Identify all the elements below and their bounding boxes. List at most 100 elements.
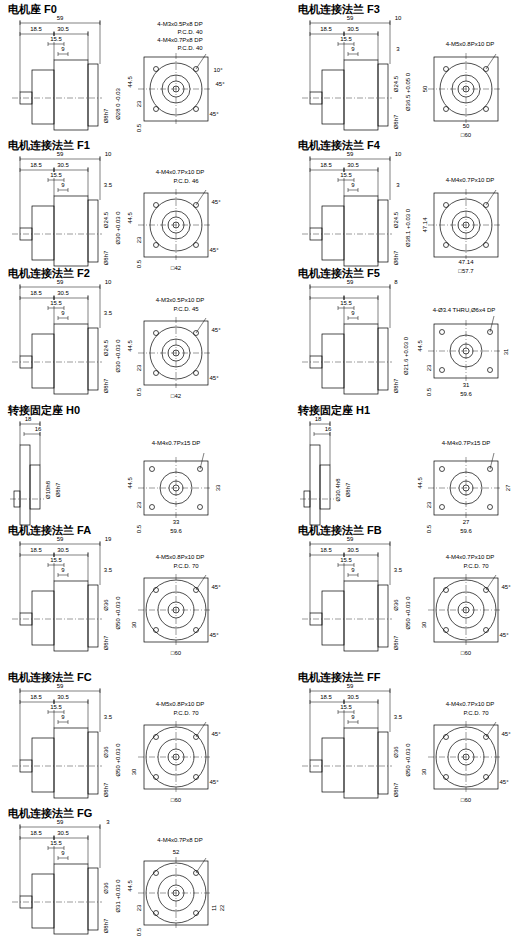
dimension-label: 45° xyxy=(209,779,219,785)
dimension-label: P.C.D. 70 xyxy=(463,563,489,569)
dimension-label: 0.5 xyxy=(426,524,432,533)
dimension-label: P.C.D. 45 xyxy=(173,306,199,312)
panel-title: 电机连接法兰 F1 xyxy=(8,140,90,151)
dimension-label: 3.5 xyxy=(103,714,112,720)
panel-title: 电机连接法兰 F2 xyxy=(8,268,90,279)
dimension-label: □60 xyxy=(460,797,471,803)
dimension-label: Ø38.1 +0.03 0 xyxy=(405,208,411,247)
dimension-label: Ø24.5 xyxy=(103,211,109,228)
dimension-label: 4-M4x0.7Px10 DP xyxy=(445,554,495,560)
dimension-label: 4-M4x0.7Px15 DP xyxy=(151,440,201,446)
dimension-label: 27 xyxy=(462,519,470,525)
panel-title: 转接固定座 H0 xyxy=(8,405,80,416)
dimension-label: 45° xyxy=(211,199,221,205)
dimension-label: 9 xyxy=(61,714,65,720)
dimension-label: Ø21.6 +0.03 0 xyxy=(403,336,409,375)
dimension-label: 4-M3x0.5Px10 DP xyxy=(155,297,205,303)
dimension-label: 30 xyxy=(131,768,137,776)
dimension-label: P.C.D. 70 xyxy=(173,563,199,569)
dimension-label: 45° xyxy=(499,632,509,638)
dimension-label: 18 xyxy=(24,416,32,422)
dimension-label: 9 xyxy=(61,182,65,188)
dimension-label: 23 xyxy=(136,501,142,509)
dimension-label: Ø8h7 xyxy=(393,114,399,130)
dimension-label: 18.5 xyxy=(30,162,43,168)
dimension-label: 59 xyxy=(56,15,64,21)
dimension-label: 4-M5x0.8Px10 DP xyxy=(155,701,205,707)
dimension-label: Ø36 xyxy=(103,599,109,611)
dimension-label: 59 xyxy=(346,683,354,689)
dimension-label: 9 xyxy=(61,850,65,856)
dimension-label: 30.5 xyxy=(347,162,360,168)
dimension-label: Ø10h8 xyxy=(45,480,51,499)
dimension-label: 45° xyxy=(209,247,219,253)
dimension-label: 15.5 xyxy=(340,704,353,710)
dimension-label: Ø30 +0.03 0 xyxy=(115,211,121,245)
dimension-label: 0.5 xyxy=(136,123,142,132)
dimension-label: 30.5 xyxy=(57,547,70,553)
dimension-label: 18.5 xyxy=(30,547,43,553)
dimension-label: □42 xyxy=(170,393,181,399)
dimension-label: 10° xyxy=(213,67,223,73)
dimension-label: 4-M4x0.7Px10 DP xyxy=(445,177,495,183)
dimension-label: Ø36 xyxy=(393,599,399,611)
dimension-label: 44.5 xyxy=(417,477,423,490)
dimension-label: 15.5 xyxy=(50,557,63,563)
dimension-label: 30.5 xyxy=(57,26,70,32)
dimension-label: 18.5 xyxy=(320,547,333,553)
dimension-label: 44.5 xyxy=(417,340,423,353)
panel-title: 电机连接法兰 FG xyxy=(8,808,92,819)
dimension-label: 4-M4x0.7Px10 DP xyxy=(155,169,205,175)
dimension-label: 30.5 xyxy=(347,547,360,553)
dimension-label: 15.5 xyxy=(340,300,353,306)
dimension-label: 3 xyxy=(396,182,400,188)
dimension-label: 44.5 xyxy=(127,880,133,893)
dimension-label: 15.5 xyxy=(50,36,63,42)
dimension-label: 59 xyxy=(56,683,64,689)
dimension-label: 59 xyxy=(346,151,354,157)
dimension-label: 4-M4x0.7Px8 DP xyxy=(157,37,203,43)
dimension-label: Ø31 +0.03 0 xyxy=(115,879,121,913)
dimension-label: □60 xyxy=(460,650,471,656)
dimension-label: 23 xyxy=(136,364,142,372)
dimension-label: 45° xyxy=(499,779,509,785)
dimension-label: 45° xyxy=(211,584,221,590)
dimension-label: 3.5 xyxy=(393,567,402,573)
dimension-label: Ø36 xyxy=(103,746,109,758)
dimension-label: 23 xyxy=(136,236,142,244)
dimension-label: Ø8h7 xyxy=(103,918,109,934)
dimension-label: 18.5 xyxy=(320,694,333,700)
dimension-label: 19 xyxy=(104,536,112,542)
dimension-label: 30 xyxy=(421,621,427,629)
dimension-label: Ø36 xyxy=(393,746,399,758)
dimension-label: 16 xyxy=(34,426,42,432)
panel-title: 电机座 F0 xyxy=(8,4,57,15)
dimension-label: P.C.D. 40 xyxy=(177,29,203,35)
dimension-label: Ø50 +0.03 0 xyxy=(405,596,411,630)
dimension-label: 45° xyxy=(501,584,511,590)
dimension-label: 47.14 xyxy=(422,217,428,233)
dimension-label: 9 xyxy=(351,46,355,52)
dimension-label: 45° xyxy=(209,111,219,117)
dimension-label: Ø8h7 xyxy=(345,482,351,498)
dimension-label: 59 xyxy=(56,536,64,542)
dimension-label: P.C.D. 70 xyxy=(173,710,199,716)
dimension-label: Ø28 0 -0.03 xyxy=(115,88,121,121)
dimension-label: 30.5 xyxy=(57,162,70,168)
dimension-label: Ø24.5 xyxy=(103,339,109,356)
dimension-label: 30.5 xyxy=(347,26,360,32)
dimension-label: 23 xyxy=(426,501,432,509)
dimension-label: 9 xyxy=(61,567,65,573)
dimension-label: 3.5 xyxy=(393,714,402,720)
dimension-label: 30.5 xyxy=(347,694,360,700)
dimension-label: 4-M5x0.8Px10 DP xyxy=(155,554,205,560)
dimension-label: 3 xyxy=(106,819,110,825)
dimension-label: 0.5 xyxy=(136,927,142,936)
dimension-label: 45° xyxy=(211,327,221,333)
dimension-label: Ø8h7 xyxy=(103,108,109,124)
dimension-label: 15.5 xyxy=(340,36,353,42)
dimension-label: Ø36.5 +0.05 0 xyxy=(405,72,411,111)
dimension-label: 10 xyxy=(394,15,402,21)
dimension-label: 9 xyxy=(61,310,65,316)
